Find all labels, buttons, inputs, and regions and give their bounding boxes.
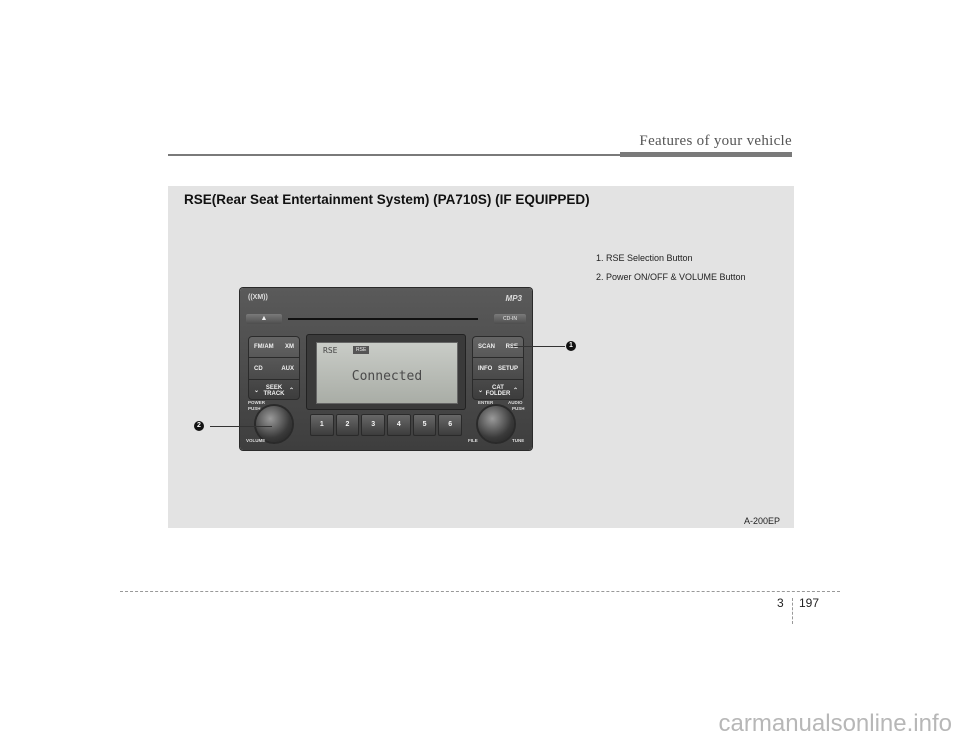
- callout-2-marker: 2: [194, 421, 204, 431]
- figure-code: A-200EP: [743, 516, 780, 526]
- left-button-column: FM/AM XM CD AUX ⌄ SEEK TRACK ⌃: [248, 336, 300, 400]
- legend: 1. RSE Selection Button 2. Power ON/OFF …: [596, 253, 746, 291]
- preset-button-6[interactable]: 6: [438, 414, 463, 436]
- rse-label: RSE: [505, 343, 518, 350]
- header-title: Features of your vehicle: [639, 133, 792, 149]
- callout-1-marker: 1: [566, 341, 576, 351]
- chevron-up-icon: ⌃: [512, 388, 518, 394]
- radio-unit: ((XM)) MP3 ▲ CD-IN FM/AM XM CD AUX ⌄ SEE…: [240, 288, 532, 450]
- volume-label: VOLUME: [246, 438, 266, 443]
- power-label: POWER: [248, 400, 266, 405]
- file-label: FILE: [468, 438, 478, 443]
- scan-label: SCAN: [478, 343, 496, 350]
- cat-label: CAT: [492, 384, 504, 391]
- preset-buttons: 1 2 3 4 5 6: [310, 414, 463, 436]
- audio-push-label: PUSH: [512, 406, 525, 411]
- lcd-screen: RSE RSE Connected: [316, 342, 458, 404]
- info-label: INFO: [478, 365, 493, 372]
- chevron-up-icon: ⌃: [288, 388, 294, 394]
- fm-am-xm-button[interactable]: FM/AM XM: [248, 336, 300, 358]
- lcd-mode-label: RSE: [323, 346, 338, 355]
- xm-label: XM: [285, 343, 294, 350]
- preset-button-4[interactable]: 4: [387, 414, 411, 436]
- cat-folder-button[interactable]: ⌄ CAT FOLDER ⌃: [472, 380, 524, 401]
- folder-label: FOLDER: [485, 390, 511, 397]
- enter-label: ENTER: [478, 400, 494, 405]
- fm-am-label: FM/AM: [254, 343, 274, 350]
- legend-item-2: 2. Power ON/OFF & VOLUME Button: [596, 272, 746, 282]
- seek-track-button[interactable]: ⌄ SEEK TRACK ⌃: [248, 380, 300, 401]
- chevron-down-icon: ⌄: [254, 388, 260, 394]
- tune-knob[interactable]: [478, 406, 514, 442]
- xm-logo: ((XM)): [248, 294, 268, 301]
- scan-rse-button[interactable]: SCAN RSE: [472, 336, 524, 358]
- power-push-label: PUSH: [248, 406, 261, 411]
- preset-button-5[interactable]: 5: [412, 414, 437, 436]
- lcd-message: Connected: [351, 369, 423, 384]
- eject-button[interactable]: ▲: [246, 314, 282, 324]
- preset-button-1[interactable]: 1: [310, 414, 334, 436]
- section-title: RSE(Rear Seat Entertainment System) (PA7…: [184, 192, 590, 207]
- preset-button-2[interactable]: 2: [335, 414, 360, 436]
- watermark: carmanualsonline.info: [718, 710, 952, 737]
- page-separator: [792, 598, 793, 624]
- callout-1-line: [513, 346, 565, 347]
- mp3-logo: MP3: [505, 294, 522, 303]
- preset-button-3[interactable]: 3: [361, 414, 386, 436]
- track-label: TRACK: [263, 390, 285, 397]
- volume-knob[interactable]: [256, 406, 292, 442]
- page-number: 197: [799, 596, 820, 610]
- callout-2-line: [210, 426, 272, 427]
- legend-item-1: 1. RSE Selection Button: [596, 253, 693, 263]
- audio-label: AUDIO: [508, 400, 523, 405]
- header-rule-accent: [620, 152, 792, 157]
- cd-label: CD: [254, 365, 263, 372]
- chapter-number: 3: [777, 596, 784, 610]
- chevron-down-icon: ⌄: [478, 388, 484, 394]
- figure-panel: RSE(Rear Seat Entertainment System) (PA7…: [168, 186, 794, 528]
- seek-label: SEEK: [265, 384, 283, 391]
- cd-slot: [288, 318, 478, 320]
- tune-label: TUNE: [512, 438, 525, 443]
- aux-label: AUX: [281, 365, 294, 372]
- display-housing: RSE RSE Connected: [306, 334, 466, 410]
- info-setup-button[interactable]: INFO SETUP: [472, 358, 524, 380]
- setup-label: SETUP: [497, 365, 518, 372]
- footer-rule: [120, 591, 840, 592]
- lcd-mode-tag: RSE: [353, 346, 370, 354]
- cd-in-button[interactable]: CD-IN: [494, 314, 526, 324]
- cd-aux-button[interactable]: CD AUX: [248, 358, 300, 380]
- header-rule: [168, 154, 792, 156]
